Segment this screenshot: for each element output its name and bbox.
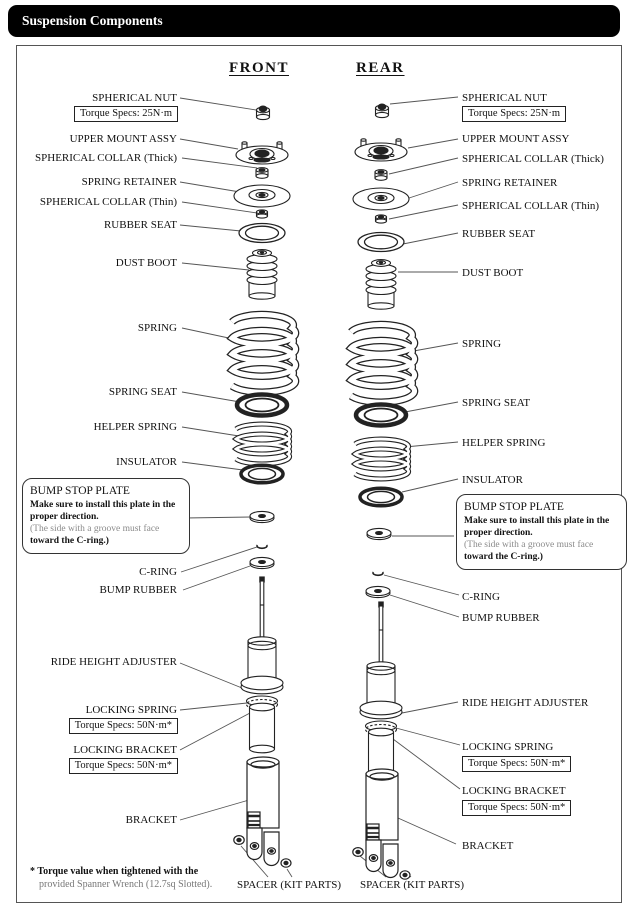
front-bump-rubber-drawing [249,556,275,570]
label-rear-rubber-seat: RUBBER SEAT [462,228,536,240]
page-title: Suspension Components [22,13,163,28]
torque-spec-front-25: Torque Specs: 25N·m [74,106,178,122]
label-front-rubber-seat: RUBBER SEAT [103,219,177,231]
rear-rubber-seat-drawing [357,231,405,253]
rear-spring-seat-drawing [356,405,406,426]
front-bracket-drawing [232,755,293,869]
column-header-front: FRONT [229,60,289,76]
rear-c-ring-drawing [372,571,384,577]
front-helper-spring-drawing [236,424,290,464]
front-rubber-seat-drawing [238,222,286,244]
label-rear-locking-spring: LOCKING SPRING [462,741,554,753]
label-rear-bracket: BRACKET [462,840,514,852]
rear-shock-absorber-drawing [359,601,403,779]
rear-upper-mount-drawing [354,138,408,162]
front-spring-retainer-drawing [233,184,291,208]
label-front-bracket: BRACKET [125,814,177,826]
torque-spec-front-50-b: Torque Specs: 50N·m* [68,758,178,774]
rear-spring-retainer-drawing [352,187,410,211]
label-rear-spring-seat: SPRING SEAT [462,397,531,409]
rear-spherical-nut-drawing [374,103,390,119]
label-rear-spherical-nut: SPHERICAL NUT [462,92,547,104]
rear-bump-rubber-drawing [365,585,391,599]
front-dust-boot-drawing [246,249,278,300]
front-c-ring-drawing [256,544,268,550]
front-bump-stop-plate-drawing [249,510,275,524]
bump-stop-note-rear: BUMP STOP PLATE Make sure to install thi… [456,494,627,570]
label-rear-spacer: SPACER (KIT PARTS) [360,879,465,891]
rear-bracket-drawing [351,767,412,881]
rear-dust-boot-drawing [365,259,397,310]
label-rear-c-ring: C-RING [462,591,500,603]
label-rear-collar-thick: SPHERICAL COLLAR (Thick) [462,153,604,165]
label-front-upper-mount: UPPER MOUNT ASSY [69,133,177,145]
torque-footnote: * Torque value when tightened with the p… [30,866,213,890]
front-spring-drawing [232,315,296,393]
column-header-rear: REAR [356,60,405,76]
title-bar: Suspension Components [8,5,620,37]
label-front-insulator: INSULATOR [116,456,177,468]
rear-collar-thin-drawing [374,214,388,224]
torque-spec-rear-50-b: Torque Specs: 50N·m* [462,800,572,816]
label-front-spring: SPRING [137,322,177,334]
label-front-ride-height-adjuster: RIDE HEIGHT ADJUSTER [50,656,177,668]
front-insulator-drawing [239,463,285,485]
label-front-collar-thick: SPHERICAL COLLAR (Thick) [35,152,177,164]
label-front-dust-boot: DUST BOOT [115,257,177,269]
label-rear-insulator: INSULATOR [462,474,523,486]
label-front-locking-bracket: LOCKING BRACKET [73,744,177,756]
rear-insulator-drawing [358,486,404,508]
label-front-spring-retainer: SPRING RETAINER [81,176,177,188]
label-front-collar-thin: SPHERICAL COLLAR (Thin) [39,196,177,208]
rear-spring-drawing [351,325,415,403]
front-shock-absorber-drawing [240,576,284,754]
label-front-locking-spring: LOCKING SPRING [85,704,177,716]
label-front-spacer: SPACER (KIT PARTS) [237,879,342,891]
rear-bump-stop-plate-drawing [366,527,392,541]
label-rear-upper-mount: UPPER MOUNT ASSY [462,133,570,145]
rear-helper-spring-drawing [355,439,409,479]
label-rear-ride-height-adjuster: RIDE HEIGHT ADJUSTER [462,697,589,709]
torque-spec-front-50-a: Torque Specs: 50N·m* [68,718,178,734]
front-collar-thick-drawing [255,167,269,179]
label-rear-locking-bracket: LOCKING BRACKET [462,785,566,797]
label-rear-helper-spring: HELPER SPRING [462,437,546,449]
rear-collar-thick-drawing [374,169,388,181]
label-rear-dust-boot: DUST BOOT [462,267,524,279]
torque-spec-rear-50-a: Torque Specs: 50N·m* [462,756,572,772]
torque-spec-rear-25: Torque Specs: 25N·m [462,106,566,122]
label-rear-bump-rubber: BUMP RUBBER [462,612,540,624]
label-rear-spring-retainer: SPRING RETAINER [462,177,558,189]
label-front-c-ring: C-RING [139,566,177,578]
leader-lines [179,96,461,878]
bump-stop-note-title-rear: BUMP STOP PLATE [464,501,564,513]
label-rear-collar-thin: SPHERICAL COLLAR (Thin) [462,200,600,212]
front-collar-thin-drawing [255,209,269,219]
label-front-spherical-nut: SPHERICAL NUT [92,92,177,104]
label-rear-spring: SPRING [462,338,502,350]
front-spherical-nut-drawing [255,105,271,121]
label-front-spring-seat: SPRING SEAT [108,386,177,398]
front-upper-mount-drawing [235,141,289,165]
label-front-helper-spring: HELPER SPRING [93,421,177,433]
front-spring-seat-drawing [237,395,287,416]
label-front-bump-rubber: BUMP RUBBER [99,584,177,596]
bump-stop-note-front: BUMP STOP PLATE Make sure to install thi… [22,478,190,554]
bump-stop-note-title: BUMP STOP PLATE [30,485,130,497]
